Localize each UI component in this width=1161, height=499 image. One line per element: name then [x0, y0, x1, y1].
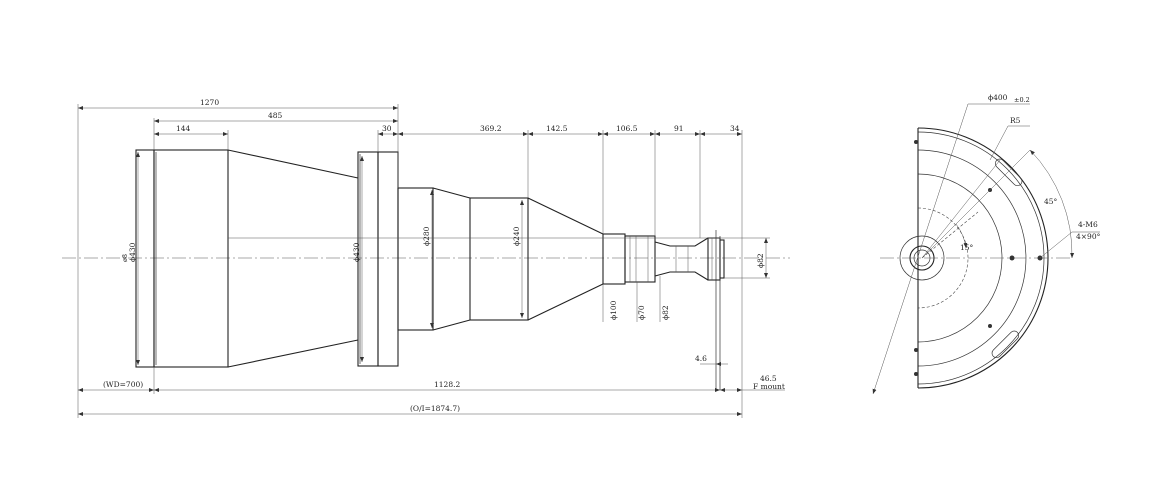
- dim-46-5: 46.5: [760, 374, 777, 383]
- end-holes-4x90: 4×90°: [1076, 232, 1101, 241]
- bottom-dimension-lines: [78, 362, 785, 416]
- label-f-mount: F mount: [753, 382, 785, 391]
- dim-369-2: 369.2: [480, 124, 502, 133]
- dim-diameter-280: ϕ280: [422, 226, 431, 246]
- dim-106-5: 106.5: [616, 124, 638, 133]
- dim-diameter-430-front: ϕ430: [128, 242, 137, 262]
- dim-diameter-240: ϕ240: [512, 226, 521, 246]
- top-dimension-lines: [78, 106, 742, 136]
- dim-30: 30: [382, 124, 392, 133]
- end-diameter-400: ϕ400: [988, 93, 1008, 102]
- end-tolerance: ±0.2: [1014, 96, 1030, 104]
- dim-diameter-8-front: ø8: [121, 254, 129, 262]
- end-radius-r5: R5: [1010, 116, 1021, 125]
- extension-lines: [77, 104, 770, 418]
- dim-working-distance: (WD=700): [103, 380, 143, 389]
- lens-end-view: ϕ400 ±0.2 R5 45° 15° 4-M6 4×90°: [872, 93, 1101, 395]
- diameter-dimension-lines: [136, 152, 768, 365]
- dim-1128-2: 1128.2: [434, 380, 460, 389]
- dim-142-5: 142.5: [546, 124, 568, 133]
- lens-side-view: 1270 485 144 30 369.2 142.5 106.5 91 34 …: [62, 98, 790, 418]
- dim-1270: 1270: [200, 98, 219, 107]
- dim-144: 144: [176, 124, 191, 133]
- dim-91: 91: [674, 124, 684, 133]
- lens-body-outline: [135, 149, 725, 390]
- dim-diameter-82-end: ϕ82: [756, 253, 765, 268]
- dim-diameter-100: ϕ100: [609, 300, 618, 320]
- end-angle-15: 15°: [960, 243, 974, 252]
- mounting-slots: [991, 158, 1023, 359]
- dim-diameter-82-low: ϕ82: [661, 305, 670, 320]
- dim-diameter-430-flange: ϕ430: [352, 242, 361, 262]
- dim-diameter-70: ϕ70: [637, 305, 646, 320]
- end-angle-45: 45°: [1044, 197, 1058, 206]
- dim-4-6: 4.6: [695, 354, 707, 363]
- dim-total-length: (O/I=1874.7): [410, 404, 460, 413]
- dim-485: 485: [268, 111, 283, 120]
- dim-34: 34: [730, 124, 740, 133]
- end-holes-4-m6: 4-M6: [1078, 220, 1098, 229]
